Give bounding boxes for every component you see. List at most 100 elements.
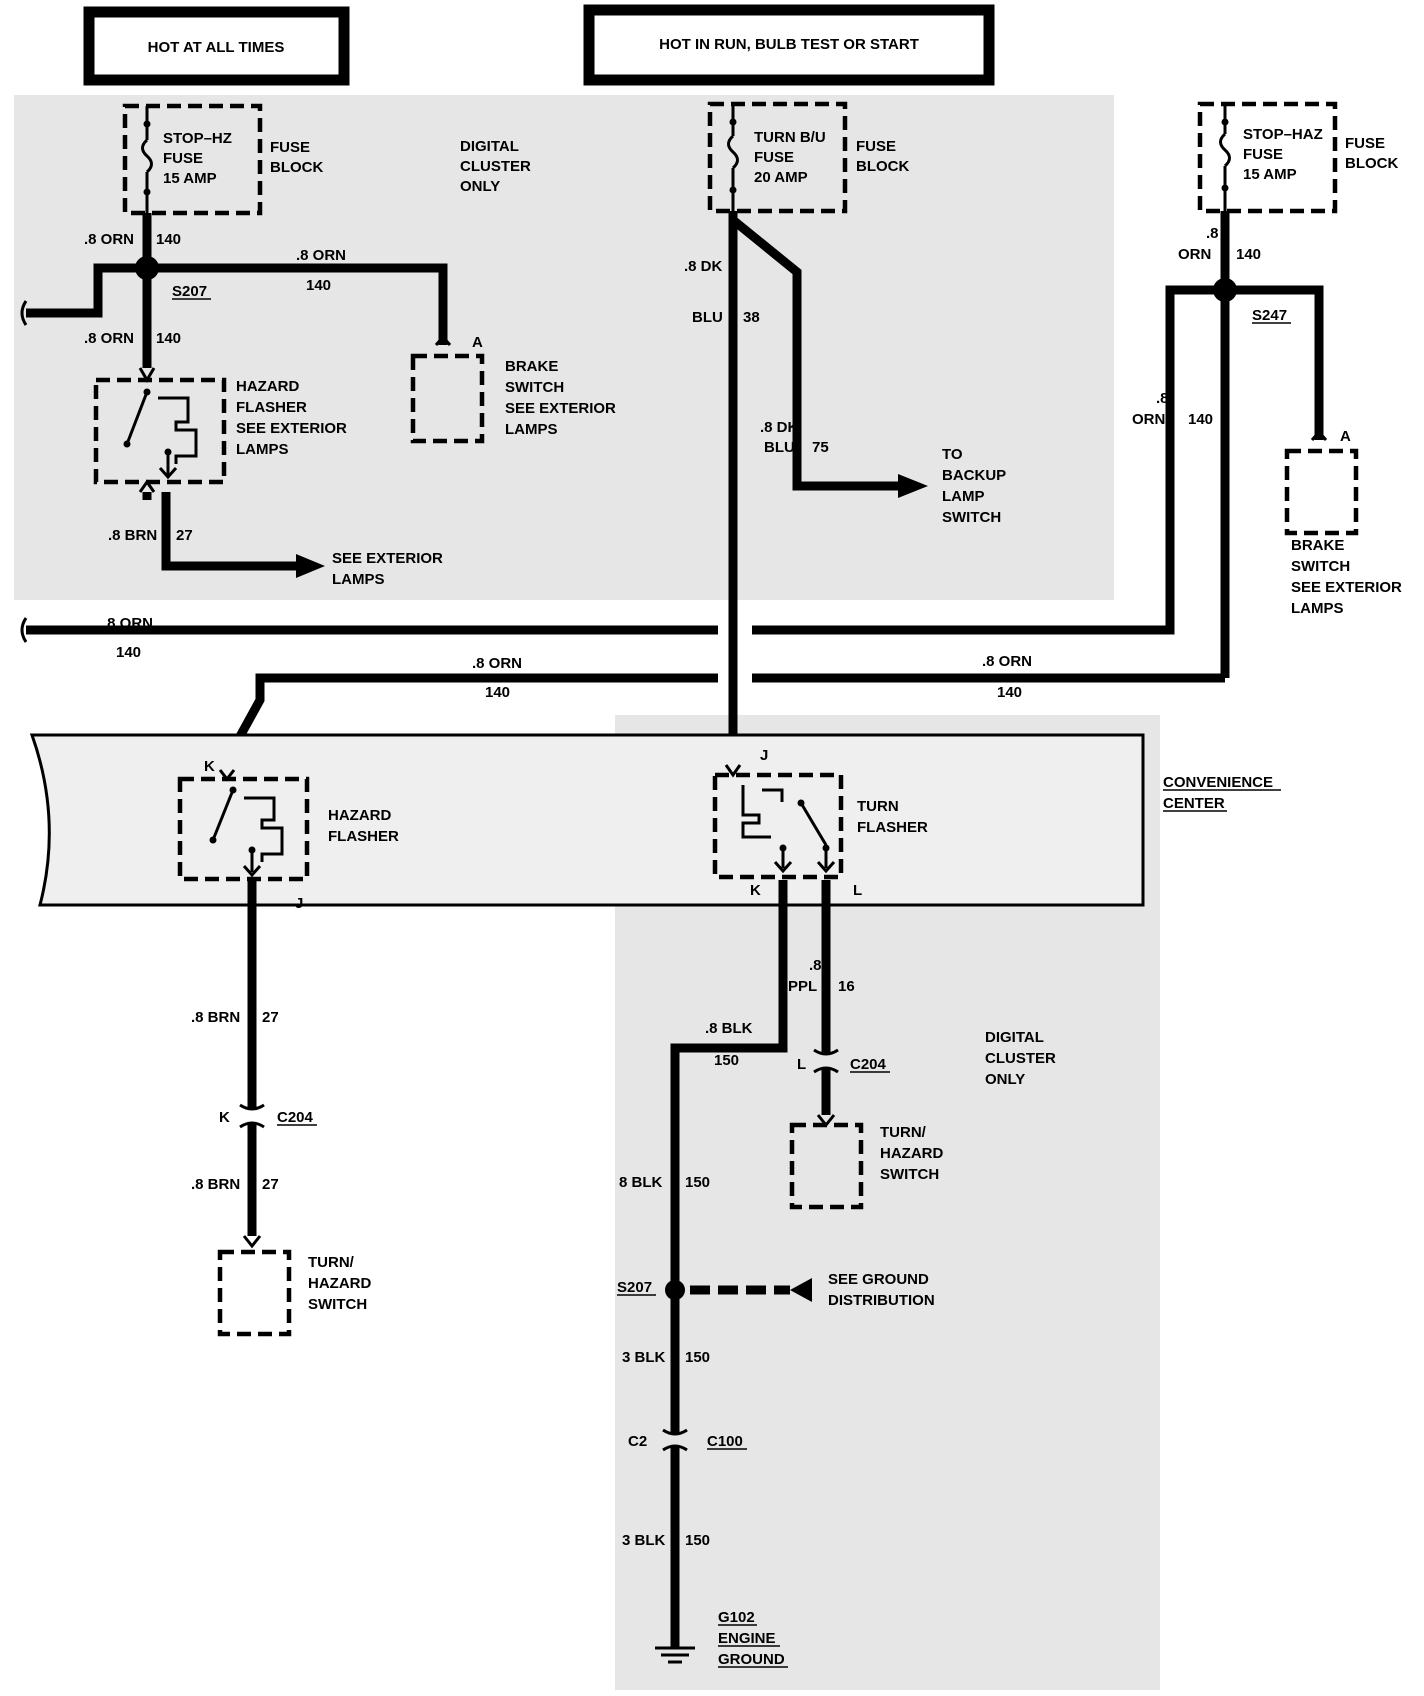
splice-s247: S247: [1252, 307, 1287, 324]
brake-switch-right-pin: A: [1340, 428, 1351, 445]
digital-cluster-top-l2: CLUSTER: [460, 158, 531, 175]
hazard-flasher-top-l1: HAZARD: [236, 378, 299, 395]
splice-s207-ground: S207: [617, 1279, 652, 1296]
wire-label-blk-c: 3 BLK: [622, 1349, 666, 1366]
turn-hazard-switch-left-l2: HAZARD: [308, 1275, 371, 1292]
wire-label-150-c: 150: [685, 1349, 710, 1366]
hazard-flasher-cc-l1: HAZARD: [328, 807, 391, 824]
fuse-block-left-l2: BLOCK: [270, 159, 323, 176]
wire-label-150-d: 150: [685, 1532, 710, 1549]
wire-label-ppl: PPL: [788, 978, 817, 995]
wire-label-orn-3: .8 ORN: [84, 330, 134, 347]
wire-left-hot-bus: [20, 213, 448, 368]
to-backup-l1: TO: [942, 446, 963, 463]
engine-ground-symbol: [655, 1646, 695, 1664]
turn-hazard-switch-left-l1: TURN/: [308, 1254, 355, 1271]
see-exterior-lamps-l2: LAMPS: [332, 571, 385, 588]
fuse-block-right-l1: FUSE: [1345, 135, 1385, 152]
hazard-flasher-top-l3: SEE EXTERIOR: [236, 420, 347, 437]
see-ground-l1: SEE GROUND: [828, 1271, 929, 1288]
header-hot-in-run: HOT IN RUN, BULB TEST OR START: [583, 4, 995, 86]
fuse-turn-bu-rating: 20 AMP: [754, 169, 808, 186]
turn-hazard-switch-right-l2: HAZARD: [880, 1145, 943, 1162]
digital-cluster-bottom-l3: ONLY: [985, 1071, 1025, 1088]
wire-label-27-l2: 27: [262, 1176, 279, 1193]
fuse-stop-haz-type: FUSE: [1243, 146, 1283, 163]
wire-label-140-3: 140: [156, 330, 181, 347]
wire-label-blk-a: .8 BLK: [705, 1020, 753, 1037]
wire-label-orn-2: .8 ORN: [296, 247, 346, 264]
wire-label-16: 16: [838, 978, 855, 995]
turn-hazard-switch-right-l1: TURN/: [880, 1124, 927, 1141]
fuse-stop-haz: STOP–HAZ FUSE 15 AMP FUSE BLOCK: [1197, 101, 1398, 214]
fuse-stop-hz-type: FUSE: [163, 150, 203, 167]
brake-switch-left-l2: SWITCH: [505, 379, 564, 396]
brake-switch-left-pin: A: [472, 334, 483, 351]
wire-label-orn-r2: ORN: [1132, 411, 1165, 428]
wire-label-dk-75: .8 DK: [760, 419, 799, 436]
fuse-block-right-l2: BLOCK: [1345, 155, 1398, 172]
turn-flasher-cc: J K L: [712, 747, 862, 899]
wire-label-orn-r1: ORN: [1178, 246, 1211, 263]
wire-dk-blu-38: [728, 211, 928, 744]
wire-label-75: 75: [812, 439, 829, 456]
wire-label-140-l: 140: [485, 684, 510, 701]
wire-brn-27-top: [161, 492, 325, 578]
wire-label-150-a: 150: [714, 1052, 739, 1069]
hazard-flasher-top-l2: FLASHER: [236, 399, 307, 416]
turn-hazard-switch-right: [789, 1122, 864, 1210]
digital-cluster-bottom-l1: DIGITAL: [985, 1029, 1044, 1046]
wire-orn-140-lower: [223, 673, 1225, 763]
wire-label-brn-top: .8 BRN: [108, 527, 157, 544]
header-hot-at-all-times: HOT AT ALL TIMES: [83, 6, 350, 86]
brake-switch-right: A: [1284, 428, 1359, 536]
wire-label-ppl-08: .8: [809, 957, 822, 974]
wire-brn-27-lower: [239, 880, 265, 1249]
turn-hazard-switch-left: [217, 1249, 292, 1337]
hazard-flasher-cc-l2: FLASHER: [328, 828, 399, 845]
fuse-stop-hz-name: STOP–HZ: [163, 130, 232, 147]
turn-flasher-cc-l2: FLASHER: [857, 819, 928, 836]
to-backup-l4: SWITCH: [942, 509, 1001, 526]
brake-switch-left: A: [410, 334, 485, 444]
ground-l1: G102: [718, 1609, 755, 1626]
splice-s207-top: S207: [172, 283, 207, 300]
fuse-turn-bu: TURN B/U FUSE 20 AMP FUSE BLOCK: [707, 101, 909, 214]
convenience-center-l2: CENTER: [1163, 795, 1225, 812]
wire-label-08-r2: .8: [1156, 390, 1169, 407]
hazard-flasher-top-l4: LAMPS: [236, 441, 289, 458]
fuse-stop-haz-rating: 15 AMP: [1243, 166, 1297, 183]
connector-c204-right-pin: L: [797, 1056, 806, 1073]
wire-label-blu-75: BLU: [764, 439, 795, 456]
fuse-stop-hz-rating: 15 AMP: [163, 170, 217, 187]
wire-orn-140-upper: [20, 617, 718, 643]
turn-flasher-cc-pin-j: J: [760, 747, 768, 764]
hazard-flasher-cc: K J: [177, 758, 310, 912]
wire-label-140-2: 140: [306, 277, 331, 294]
ground-l3: GROUND: [718, 1651, 785, 1668]
wire-label-140-lr: 140: [997, 684, 1022, 701]
wire-label-38: 38: [743, 309, 760, 326]
brake-switch-left-l3: SEE EXTERIOR: [505, 400, 616, 417]
fuse-block-left-l1: FUSE: [270, 139, 310, 156]
wire-right-bus: [752, 211, 1324, 678]
wire-label-blu-38: BLU: [692, 309, 723, 326]
brake-switch-right-l3: SEE EXTERIOR: [1291, 579, 1402, 596]
header-hot-at-all-times-label: HOT AT ALL TIMES: [148, 39, 285, 56]
fuse-block-center-l2: BLOCK: [856, 158, 909, 175]
turn-hazard-switch-left-l3: SWITCH: [308, 1296, 367, 1313]
to-backup-l3: LAMP: [942, 488, 985, 505]
convenience-center-l1: CONVENIENCE: [1163, 774, 1273, 791]
wire-label-150-b: 150: [685, 1174, 710, 1191]
wire-blk-150: [662, 880, 812, 1648]
see-exterior-lamps-l1: SEE EXTERIOR: [332, 550, 443, 567]
wire-label-orn-lr: .8 ORN: [982, 653, 1032, 670]
hazard-flasher-top: [93, 367, 227, 493]
brake-switch-left-l1: BRAKE: [505, 358, 558, 375]
brake-switch-right-l2: SWITCH: [1291, 558, 1350, 575]
connector-c100-pin: C2: [628, 1433, 647, 1450]
turn-hazard-switch-right-l3: SWITCH: [880, 1166, 939, 1183]
turn-flasher-cc-pin-l: L: [853, 882, 862, 899]
wire-label-140-r2: 140: [1188, 411, 1213, 428]
